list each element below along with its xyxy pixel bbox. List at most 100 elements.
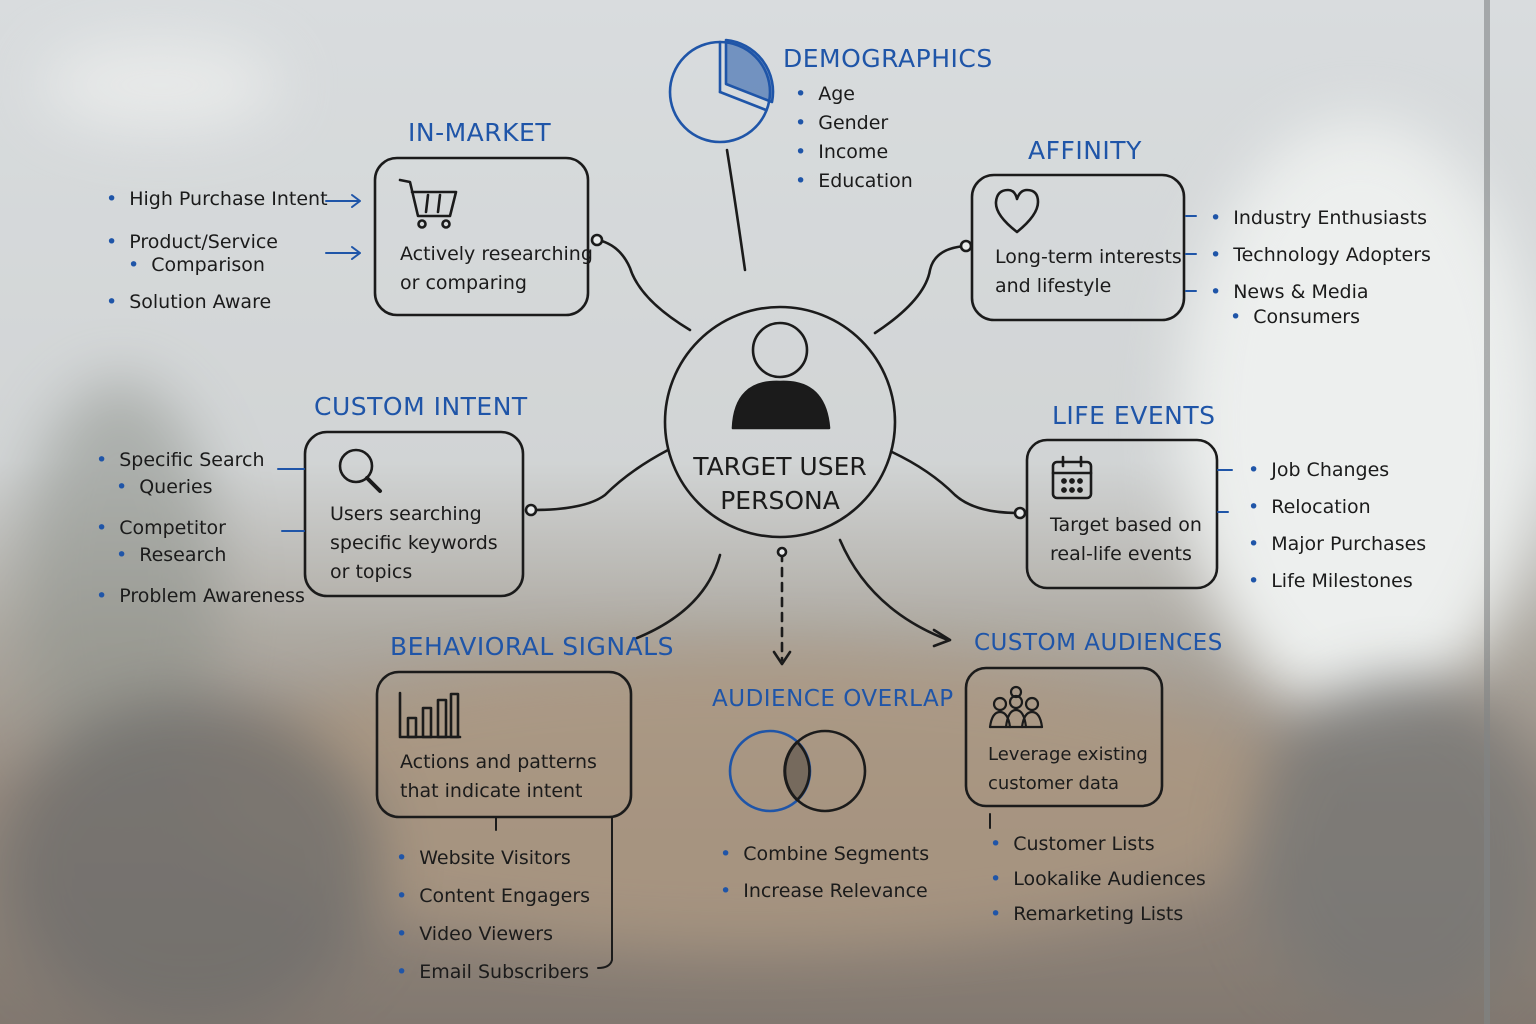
custom-intent-title: CUSTOM INTENT <box>314 392 528 421</box>
custom-intent-box-text: Users searching specific keywords or top… <box>330 500 498 587</box>
center-circle <box>663 305 897 539</box>
behavioral-box-text: Actions and patterns that indicate inten… <box>400 748 597 806</box>
user-silhouette-icon <box>731 321 831 430</box>
connector-custom-intent <box>530 448 670 512</box>
connector-in-market <box>596 238 692 332</box>
box-line: Actively researching <box>400 243 593 265</box>
box-line: customer data <box>988 773 1120 794</box>
list-item: Specific Search <box>96 446 305 475</box>
shopping-cart-icon <box>398 178 458 229</box>
audience-overlap-title: AUDIENCE OVERLAP <box>712 686 954 712</box>
people-group-icon <box>988 685 1044 729</box>
list-item-continued: Queries <box>96 473 305 502</box>
glass-frame <box>1484 0 1490 1024</box>
ceiling-light-blur <box>40 40 280 130</box>
box-line: Leverage existing <box>988 744 1148 765</box>
life-events-title: LIFE EVENTS <box>1052 401 1216 430</box>
center-label-line: PERSONA <box>720 486 840 515</box>
in-market-box <box>373 156 590 317</box>
bar-chart-icon <box>398 691 462 739</box>
chair-blur-left <box>0 700 380 1024</box>
box-line: and lifestyle <box>995 275 1112 297</box>
calendar-icon <box>1051 455 1093 500</box>
connector-node <box>1013 506 1027 520</box>
connector-node <box>776 546 788 558</box>
box-line: or topics <box>330 561 413 583</box>
pie-chart-icon <box>668 38 775 144</box>
affinity-title: AFFINITY <box>1028 136 1142 165</box>
list-item: Competitor <box>96 514 305 543</box>
box-line: real-life events <box>1050 543 1192 565</box>
custom-intent-box <box>303 430 525 598</box>
connector-affinity <box>873 244 968 335</box>
box-line: Long-term interests <box>995 246 1182 268</box>
custom-audiences-box-text: Leverage existing customer data <box>988 740 1148 798</box>
in-market-title: IN-MARKET <box>408 118 552 147</box>
custom-audiences-title: CUSTOM AUDIENCES <box>974 630 1223 656</box>
list-item: Job Changes <box>1248 456 1426 485</box>
affinity-box-text: Long-term interests and lifestyle <box>995 243 1182 301</box>
affinity-box <box>970 173 1186 322</box>
box-line: or comparing <box>400 272 527 294</box>
list-item: Email Subscribers <box>396 958 590 987</box>
list-item: Customer Lists <box>990 830 1206 859</box>
list-item: Content Engagers <box>396 882 590 911</box>
box-line: that indicate intent <box>400 780 583 802</box>
list-item: Video Viewers <box>396 920 590 949</box>
list-item: Industry Enthusiasts <box>1210 204 1431 233</box>
behavioral-title: BEHAVIORAL SIGNALS <box>390 632 674 661</box>
bracket-line <box>495 817 613 969</box>
list-item: Remarketing Lists <box>990 900 1206 929</box>
audience-overlap-list: Combine Segments Increase Relevance <box>720 840 929 906</box>
life-events-box-text: Target based on real-life events <box>1050 511 1202 569</box>
venn-diagram-icon <box>728 729 867 813</box>
box-line: Target based on <box>1050 514 1202 536</box>
affinity-list: Industry Enthusiasts Technology Adopters… <box>1210 204 1431 332</box>
list-item: Increase Relevance <box>720 877 929 906</box>
connector-life-events <box>890 450 1020 515</box>
list-item: Technology Adopters <box>1210 241 1431 270</box>
demographics-title: DEMOGRAPHICS <box>783 44 993 73</box>
connector-demographics <box>725 148 747 272</box>
connector-node <box>524 503 538 517</box>
list-item: Education <box>795 167 913 196</box>
box-line: Users searching <box>330 503 482 525</box>
box-line: Actions and patterns <box>400 751 597 773</box>
life-events-list: Job Changes Relocation Major Purchases L… <box>1248 456 1426 596</box>
list-item: Problem Awareness <box>96 582 305 611</box>
list-item: Lookalike Audiences <box>990 865 1206 894</box>
custom-intent-list: Specific Search Queries Competitor Resea… <box>96 446 305 611</box>
custom-audiences-list: Customer Lists Lookalike Audiences Remar… <box>990 830 1206 929</box>
connector-node <box>590 233 604 247</box>
list-item: Product/Service <box>106 228 328 257</box>
list-item: High Purchase Intent <box>106 185 327 214</box>
life-events-box <box>1025 438 1219 590</box>
box-line: specific keywords <box>330 532 498 554</box>
list-item: Website Visitors <box>396 844 590 873</box>
list-item: Combine Segments <box>720 840 929 869</box>
behavioral-list: Website Visitors Content Engagers Video … <box>396 844 590 987</box>
list-item: News & Media <box>1210 278 1431 307</box>
list-item-continued: Consumers <box>1210 303 1431 332</box>
list-item: Income <box>795 138 913 167</box>
connector-node <box>959 239 973 253</box>
list-item: Gender <box>795 109 913 138</box>
list-item: Major Purchases <box>1248 530 1426 559</box>
list-item-continued: Research <box>96 541 305 570</box>
connector-behavioral <box>635 553 722 640</box>
center-label-line: TARGET USER <box>693 452 867 481</box>
list-item-continued: Comparison <box>106 251 328 280</box>
arrow-icon <box>325 194 361 260</box>
magnifier-icon <box>338 448 382 493</box>
behavioral-box <box>375 670 633 819</box>
arrow-head <box>772 650 792 666</box>
list-item: Age <box>795 80 913 109</box>
center-label: TARGET USER PERSONA <box>690 450 870 518</box>
in-market-list: High Purchase Intent Product/Service Com… <box>106 185 328 317</box>
arrow-head <box>932 628 952 648</box>
custom-audiences-box <box>964 666 1164 808</box>
list-item: Solution Aware <box>106 288 328 317</box>
heart-icon <box>994 188 1040 234</box>
in-market-box-text: Actively researching or comparing <box>400 240 593 298</box>
